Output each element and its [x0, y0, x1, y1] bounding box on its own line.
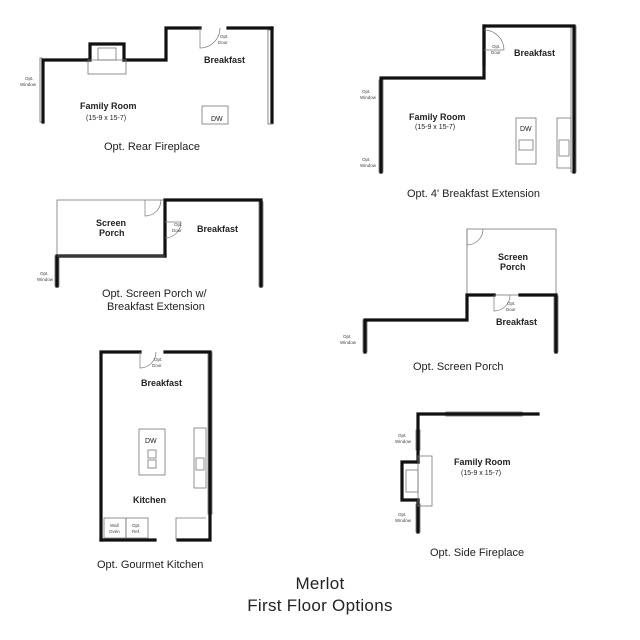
panel-screen-porch-extension: Opt. Door Opt. Window Screen Porch Break…	[37, 198, 264, 313]
opt-door-label: Opt.	[507, 301, 516, 306]
opt-window-label: Window	[360, 163, 377, 168]
counter	[193, 427, 207, 489]
door-swing	[199, 27, 221, 49]
opt-door-label: Door	[152, 363, 162, 368]
kitchen-island	[515, 117, 537, 165]
opt-door-label: Door	[218, 40, 228, 45]
wall-oven	[103, 517, 127, 539]
room-family-dim: (15-9 x 15-7)	[415, 124, 455, 131]
page-title: Merlot	[295, 574, 345, 593]
wall	[55, 254, 167, 288]
room-family-dim: (15-9 x 15-7)	[86, 115, 126, 122]
opt-door-label: Door	[172, 228, 182, 233]
wall-oven-label: Wall	[110, 523, 119, 528]
fireplace-firebox	[405, 469, 419, 493]
fireplace-wall	[400, 460, 420, 502]
opt-window-label: Window	[360, 95, 377, 100]
panel-breakfast-extension: Opt. Door Opt. Window Opt. Window Breakf…	[360, 24, 577, 200]
dw-label: DW	[520, 126, 532, 133]
room-family: Family Room	[80, 101, 137, 111]
wall	[41, 58, 90, 124]
opt-window-label: Opt.	[398, 512, 407, 517]
opt-window-label: Window	[340, 340, 357, 345]
wall	[163, 198, 263, 288]
opt-door-label: Opt.	[154, 357, 163, 362]
caption: Opt. Rear Fireplace	[104, 141, 200, 153]
fireplace-hearth	[417, 455, 433, 507]
opt-window-label: Opt.	[362, 89, 371, 94]
opt-ref-label: Opt.	[132, 523, 141, 528]
refrigerator	[125, 517, 149, 539]
wall	[416, 412, 540, 464]
counter	[175, 517, 206, 540]
wall	[122, 26, 202, 62]
panel-screen-porch: Opt. Door Opt. Window Screen Porch Break…	[340, 228, 559, 373]
sink	[147, 459, 157, 469]
opt-window-label: Window	[395, 439, 412, 444]
fireplace-firebox	[97, 47, 117, 61]
dishwasher	[201, 105, 229, 125]
sink	[147, 449, 157, 459]
panel-side-fireplace: Opt. Window Opt. Window Family Room (15-…	[395, 411, 540, 559]
cooktop	[195, 457, 205, 471]
panel-rear-fireplace: Opt. Door Opt. Window Breakfast Family R…	[20, 26, 274, 153]
opt-door-label: Door	[506, 307, 516, 312]
kitchen-island	[138, 428, 166, 476]
room-family: Family Room	[454, 457, 511, 467]
door-swing	[466, 228, 484, 246]
dw-label: DW	[145, 438, 157, 445]
opt-window-label: Window	[20, 82, 37, 87]
door-swing	[493, 294, 511, 312]
opt-door-label: Opt.	[492, 44, 501, 49]
opt-door-label: Door	[491, 50, 501, 55]
caption: Opt. Screen Porch	[413, 361, 504, 373]
room-breakfast: Breakfast	[514, 48, 555, 58]
wall	[518, 293, 558, 354]
room-breakfast: Breakfast	[141, 378, 182, 388]
opt-window-label: Opt.	[25, 76, 34, 81]
panel-gourmet-kitchen: Opt. Door Breakfast DW Kitchen Wall Oven…	[97, 350, 213, 571]
room-breakfast: Breakfast	[197, 224, 238, 234]
wall	[163, 350, 212, 542]
wall-oven-label: Oven	[109, 529, 120, 534]
caption: Opt. 4' Breakfast Extension	[407, 188, 540, 200]
screen-porch-outline	[466, 228, 557, 296]
opt-window-label: Opt.	[343, 334, 352, 339]
opt-window-label: Opt.	[362, 157, 371, 162]
caption: Opt. Gourmet Kitchen	[97, 559, 203, 571]
wall	[99, 350, 142, 542]
opt-window-label: Opt.	[398, 433, 407, 438]
door-swing	[139, 351, 157, 369]
opt-door-label: Opt.	[220, 34, 229, 39]
room-kitchen: Kitchen	[133, 495, 166, 505]
caption: Opt. Side Fireplace	[430, 547, 524, 559]
opt-door-label: Opt.	[174, 222, 183, 227]
door-swing	[164, 221, 182, 239]
room-breakfast: Breakfast	[204, 55, 245, 65]
dw-label: DW	[211, 116, 223, 123]
opt-window-label: Opt.	[40, 271, 49, 276]
door-swing	[144, 199, 162, 217]
caption: Breakfast Extension	[107, 301, 205, 313]
room-screen-porch: Porch	[500, 262, 526, 272]
room-family: Family Room	[409, 112, 466, 122]
room-screen-porch: Porch	[99, 228, 125, 238]
fireplace-hearth	[87, 59, 127, 75]
wall	[363, 293, 496, 354]
opt-window-label: Window	[37, 277, 54, 282]
room-screen-porch: Screen	[498, 252, 528, 262]
caption: Opt. Screen Porch w/	[102, 288, 207, 300]
cooktop	[558, 139, 570, 157]
page-subtitle: First Floor Options	[247, 596, 393, 615]
door-swing	[483, 29, 505, 51]
room-family-dim: (15-9 x 15-7)	[461, 470, 501, 477]
room-screen-porch: Screen	[96, 218, 126, 228]
opt-ref-label: Ref.	[132, 529, 140, 534]
fireplace-wall	[86, 42, 126, 62]
room-breakfast: Breakfast	[496, 317, 537, 327]
counter	[556, 117, 572, 169]
opt-window-label: Window	[395, 518, 412, 523]
sink	[518, 139, 534, 151]
